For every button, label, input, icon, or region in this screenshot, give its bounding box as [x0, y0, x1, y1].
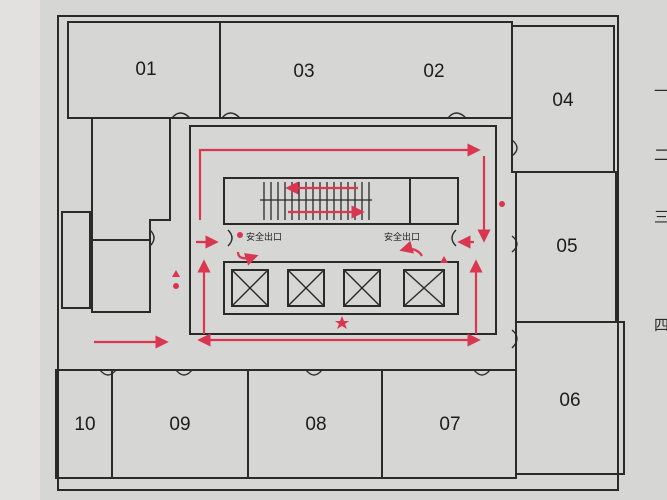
map-symbols	[172, 201, 505, 329]
location-dot-icon	[173, 283, 179, 289]
triangle-marker-icon	[172, 270, 180, 277]
room-label-03: 03	[293, 61, 314, 82]
room-label-01: 01	[135, 59, 156, 80]
side-glyph-4: 四	[654, 316, 667, 334]
location-dot-icon	[499, 201, 505, 207]
elevator-car-3	[343, 269, 381, 307]
exit-label-left: 安全出口	[246, 231, 282, 243]
route-exit-curve-right	[399, 240, 423, 257]
room-label-10: 10	[74, 414, 95, 435]
door-swings	[99, 112, 518, 376]
room-label-08: 08	[305, 414, 326, 435]
plan-border	[57, 15, 619, 491]
room-label-06: 06	[559, 390, 580, 411]
side-glyph-2: 二	[654, 146, 667, 164]
room-label-09: 09	[169, 414, 190, 435]
elevator-bank	[223, 261, 459, 315]
side-glyph-3: 三	[654, 208, 667, 226]
triangle-marker-icon	[440, 256, 448, 263]
plan-board	[40, 0, 667, 500]
room-label-04: 04	[552, 90, 574, 111]
you-are-here-star-icon	[335, 316, 349, 329]
room-west-block	[91, 117, 171, 313]
route-loop-top	[198, 143, 481, 220]
exit-label-right: 安全出口	[384, 231, 420, 243]
rooms	[55, 21, 625, 479]
route-exit-curve-left	[236, 251, 259, 266]
evacuation-routes	[94, 143, 491, 349]
room-label-05: 05	[556, 236, 577, 257]
side-legend: 一 二 三 四	[654, 82, 667, 334]
side-glyph-1: 一	[654, 82, 667, 100]
room-label-07: 07	[439, 414, 460, 435]
building-core	[189, 125, 497, 335]
room-labels: 01 03 02 04 05 06 07 08 09 10	[74, 59, 580, 435]
elevator-car-2	[287, 269, 325, 307]
elevator-car-4	[403, 269, 445, 307]
room-label-02: 02	[423, 61, 444, 82]
elevator-car-1	[231, 269, 269, 307]
room-west-small	[61, 211, 91, 309]
location-dot-icon	[237, 232, 243, 238]
room-10	[55, 369, 113, 479]
stairwell	[223, 177, 459, 225]
